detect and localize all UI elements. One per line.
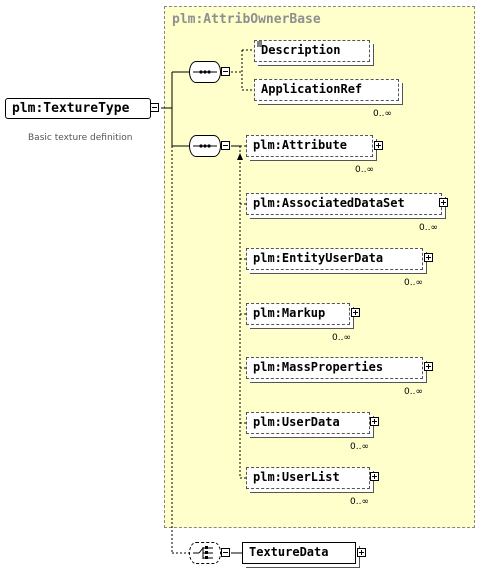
markup-cardinality: 0..∞: [332, 333, 351, 343]
markup-expand-icon[interactable]: [351, 308, 360, 317]
sequence-compositor-icon: [189, 61, 221, 83]
sequence-collapse-icon[interactable]: [221, 141, 230, 150]
user-data-expand-icon[interactable]: [370, 417, 379, 426]
element-description[interactable]: Description: [254, 40, 370, 62]
user-list-expand-icon[interactable]: [370, 472, 379, 481]
element-user-data[interactable]: plm:UserData: [246, 412, 370, 434]
element-markup[interactable]: plm:Markup: [246, 303, 350, 325]
associated-data-set-expand-icon[interactable]: [439, 198, 448, 207]
sequence-compositor-icon: [189, 135, 221, 157]
sequence-collapse-icon[interactable]: [221, 67, 230, 76]
element-mass-properties[interactable]: plm:MassProperties: [246, 357, 423, 379]
element-application-ref[interactable]: ApplicationRef: [254, 79, 399, 101]
user-data-cardinality: 0..∞: [350, 442, 369, 452]
element-texture-data[interactable]: TextureData: [242, 542, 356, 564]
application-ref-cardinality: 0..∞: [373, 109, 392, 119]
root-collapse-icon[interactable]: [150, 103, 159, 112]
choice-compositor-icon: [189, 542, 221, 564]
attribute-expand-icon[interactable]: [374, 141, 383, 150]
element-associated-data-set[interactable]: plm:AssociatedDataSet: [246, 193, 442, 215]
attrib-owner-base-title: plm:AttribOwnerBase: [172, 12, 321, 27]
mass-properties-expand-icon[interactable]: [424, 362, 433, 371]
entity-user-data-expand-icon[interactable]: [424, 253, 433, 262]
root-description: Basic texture definition: [28, 133, 133, 143]
entity-user-data-cardinality: 0..∞: [404, 278, 423, 288]
mass-properties-cardinality: 0..∞: [404, 387, 423, 397]
element-attribute[interactable]: plm:Attribute: [246, 135, 373, 157]
attribute-cardinality: 0..∞: [355, 165, 374, 175]
element-entity-user-data[interactable]: plm:EntityUserData: [246, 248, 423, 270]
choice-collapse-icon[interactable]: [221, 548, 230, 557]
element-user-list[interactable]: plm:UserList: [246, 467, 370, 489]
associated-data-set-cardinality: 0..∞: [419, 223, 438, 233]
user-list-cardinality: 0..∞: [350, 497, 369, 507]
texture-data-expand-icon[interactable]: [357, 548, 366, 557]
